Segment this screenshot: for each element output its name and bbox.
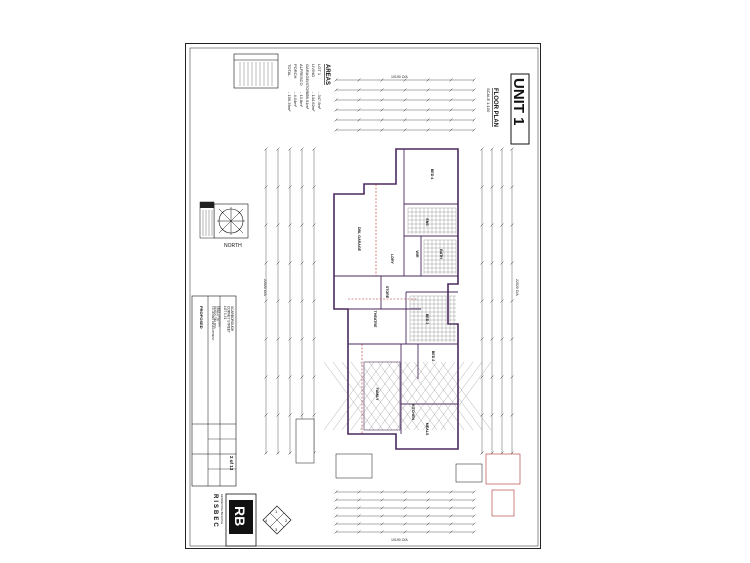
proposal-label: PROPOSED xyxy=(199,306,204,329)
sheet-number: 2 of 13 xyxy=(229,456,234,471)
room-label: KITCHEN xyxy=(411,404,415,420)
annotation-boxes xyxy=(295,418,521,517)
room-label: MEALS xyxy=(425,423,429,436)
notes-box xyxy=(233,53,279,89)
area-row-label: GARAGE/STORE xyxy=(305,64,310,96)
room-label: BED 3 xyxy=(425,314,429,325)
room-label: THEATRE xyxy=(373,311,377,328)
client-line: DESIGN: MELISSA xyxy=(213,306,217,329)
floor-plan-subtitle: FLOOR PLAN xyxy=(492,88,498,127)
interior-walls xyxy=(334,149,458,434)
right-overall-dimension: 22020 O/A xyxy=(515,279,519,296)
area-row-value: - 36.91m² xyxy=(305,92,310,110)
room-label: BATH xyxy=(439,249,443,259)
area-row-label: ALFRESCO xyxy=(299,64,304,86)
address-line: LOT 1 #1 xyxy=(223,306,227,319)
area-row-label: PORCH xyxy=(293,64,298,79)
unit-title: UNIT 1 xyxy=(510,78,527,126)
area-row-value: - 199.39m² xyxy=(287,92,292,112)
client-line: PWEF 18/19 EDN xyxy=(218,306,222,327)
company-logo: RB RISBEC RESIDENTIAL BUILDING xyxy=(212,493,257,547)
area-row-label: LOT 1 xyxy=(317,64,322,76)
client-line: 4 X HOMES DEVELOPMENT xyxy=(211,306,215,341)
room-label: FAMILY xyxy=(375,388,379,401)
floor-plan-sheet: UNIT 1 FLOOR PLAN SCALE 1:100 AREAS LOT … xyxy=(185,43,541,549)
room-label: BED 2 xyxy=(431,351,435,362)
area-row-value: - 13.8m² xyxy=(299,92,304,108)
company-tagline: RESIDENTIAL BUILDING xyxy=(220,494,224,524)
room-label: DBL GARAGE xyxy=(357,227,361,252)
family-floor-pattern xyxy=(323,361,492,431)
logo-mark: RB xyxy=(232,506,248,526)
areas-heading: AREAS xyxy=(324,64,330,85)
dashed-lines xyxy=(348,184,418,434)
address-line: CORNET STREET xyxy=(226,306,230,333)
left-overall-dimension: 22020 O/A xyxy=(263,279,267,296)
bottom-overall-dimension: 10190 O/A xyxy=(391,538,408,542)
area-row-label: LIVING xyxy=(311,64,316,77)
svg-text:2: 2 xyxy=(285,518,288,523)
north-label: NORTH xyxy=(224,243,242,249)
room-label: ENS xyxy=(425,218,429,226)
room-label: LDRY xyxy=(390,254,394,264)
area-row-label: TOTAL xyxy=(287,64,292,77)
area-row-value: - 4.04m² xyxy=(293,92,298,108)
area-row-value: - 144.62m² xyxy=(311,92,316,112)
area-row-value: - 347.5m² xyxy=(317,92,322,110)
top-overall-dimension: 10190 O/A xyxy=(391,75,408,79)
north-arrow: NORTH xyxy=(213,203,249,249)
building-walls xyxy=(333,148,459,450)
address-line: SCARBOROUGH xyxy=(230,306,234,332)
company-name: RISBEC xyxy=(212,494,218,529)
title-block xyxy=(191,295,237,487)
svg-text:4: 4 xyxy=(265,518,268,523)
client-line: DRAWN: J.B xyxy=(215,306,219,321)
areas-table: AREAS LOT 1 - 347.5m² LIVING - 144.62m²GARA… xyxy=(287,64,330,112)
lot-key-diamond: 1 2 3 4 xyxy=(262,505,292,535)
svg-text:3: 3 xyxy=(275,527,278,532)
svg-text:1: 1 xyxy=(275,509,278,514)
legend-box xyxy=(199,201,215,239)
room-label: STORE xyxy=(385,286,389,299)
tiled-areas xyxy=(407,207,457,342)
floor-plan-drawing: UNIT 1 FLOOR PLAN SCALE 1:100 AREAS LOT … xyxy=(189,47,539,547)
room-label: WIR xyxy=(415,251,419,258)
scale-label: SCALE 1:100 xyxy=(486,88,491,113)
room-label: BED 4 xyxy=(430,169,434,180)
